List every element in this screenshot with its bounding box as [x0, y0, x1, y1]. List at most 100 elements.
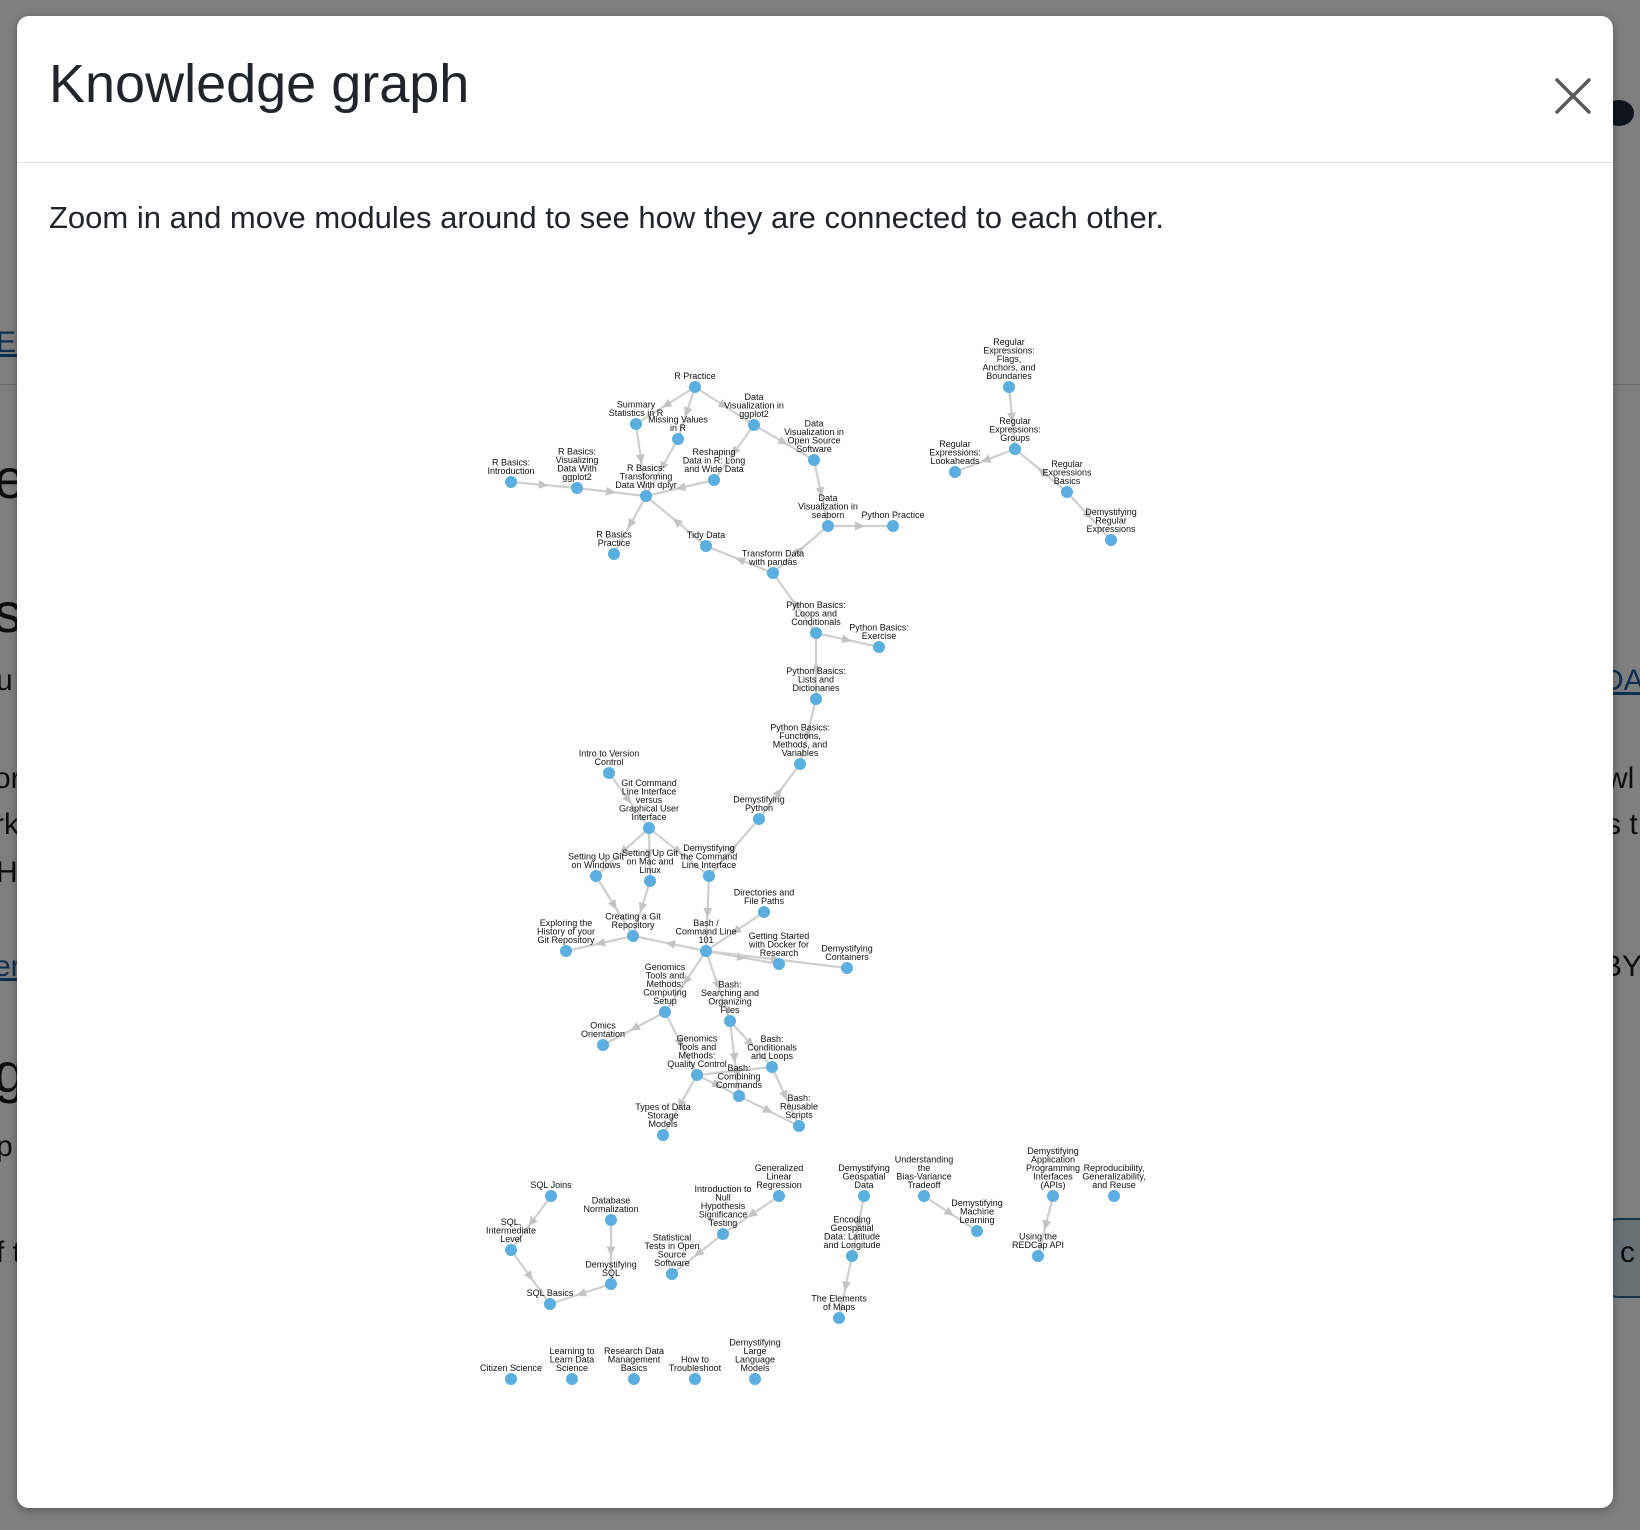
- node-circle[interactable]: [833, 1312, 845, 1324]
- node-circle[interactable]: [794, 758, 806, 770]
- node-circle[interactable]: [971, 1225, 983, 1237]
- node-circle[interactable]: [708, 474, 720, 486]
- node-circle[interactable]: [1047, 1190, 1059, 1202]
- node-circle[interactable]: [545, 1190, 557, 1202]
- node-circle[interactable]: [1032, 1250, 1044, 1262]
- node-circle[interactable]: [505, 1244, 517, 1256]
- node-circle[interactable]: [505, 1373, 517, 1385]
- graph-node[interactable]: SQL Joins: [530, 1180, 572, 1202]
- node-circle[interactable]: [753, 813, 765, 825]
- node-circle[interactable]: [793, 1120, 805, 1132]
- node-circle[interactable]: [560, 945, 572, 957]
- node-circle[interactable]: [858, 1190, 870, 1202]
- node-circle[interactable]: [810, 693, 822, 705]
- node-circle[interactable]: [590, 870, 602, 882]
- node-circle[interactable]: [689, 381, 701, 393]
- node-circle[interactable]: [724, 1015, 736, 1027]
- node-circle[interactable]: [689, 1373, 701, 1385]
- node-circle[interactable]: [808, 454, 820, 466]
- node-circle[interactable]: [659, 1006, 671, 1018]
- close-button[interactable]: [1547, 70, 1599, 122]
- node-circle[interactable]: [666, 1268, 678, 1280]
- node-circle[interactable]: [733, 1090, 745, 1102]
- node-circle[interactable]: [566, 1373, 578, 1385]
- node-circle[interactable]: [597, 1039, 609, 1051]
- graph-node[interactable]: Reproducibility,Generalizability,and Reu…: [1082, 1163, 1146, 1202]
- graph-node[interactable]: R Basics:Introduction: [487, 458, 535, 489]
- node-circle[interactable]: [918, 1190, 930, 1202]
- node-circle[interactable]: [544, 1298, 556, 1310]
- node-circle[interactable]: [767, 567, 779, 579]
- node-circle[interactable]: [605, 1214, 617, 1226]
- graph-node[interactable]: SQL Basics: [527, 1288, 574, 1310]
- node-circle[interactable]: [1108, 1190, 1120, 1202]
- node-circle[interactable]: [1105, 534, 1117, 546]
- graph-node[interactable]: Tidy Data: [687, 530, 725, 552]
- node-circle[interactable]: [1061, 486, 1073, 498]
- node-circle[interactable]: [603, 767, 615, 779]
- node-circle[interactable]: [605, 1278, 617, 1290]
- node-circle[interactable]: [810, 627, 822, 639]
- node-circle[interactable]: [1009, 443, 1021, 455]
- graph-node[interactable]: R Practice: [674, 371, 716, 393]
- node-circle[interactable]: [846, 1250, 858, 1262]
- graph-node[interactable]: Citizen Science: [480, 1363, 542, 1385]
- node-circle[interactable]: [672, 433, 684, 445]
- node-circle[interactable]: [758, 906, 770, 918]
- node-circle[interactable]: [749, 1373, 761, 1385]
- node-circle[interactable]: [700, 540, 712, 552]
- node-circle[interactable]: [887, 520, 899, 532]
- node-circle[interactable]: [640, 490, 652, 502]
- node-circle[interactable]: [822, 520, 834, 532]
- graph-node[interactable]: Python Basics:Exercise: [849, 623, 909, 654]
- node-circle[interactable]: [691, 1069, 703, 1081]
- node-circle[interactable]: [1003, 381, 1015, 393]
- node-circle[interactable]: [657, 1129, 669, 1141]
- node-circle[interactable]: [608, 548, 620, 560]
- node-circle[interactable]: [766, 1061, 778, 1073]
- node-circle[interactable]: [630, 418, 642, 430]
- node-circle[interactable]: [873, 641, 885, 653]
